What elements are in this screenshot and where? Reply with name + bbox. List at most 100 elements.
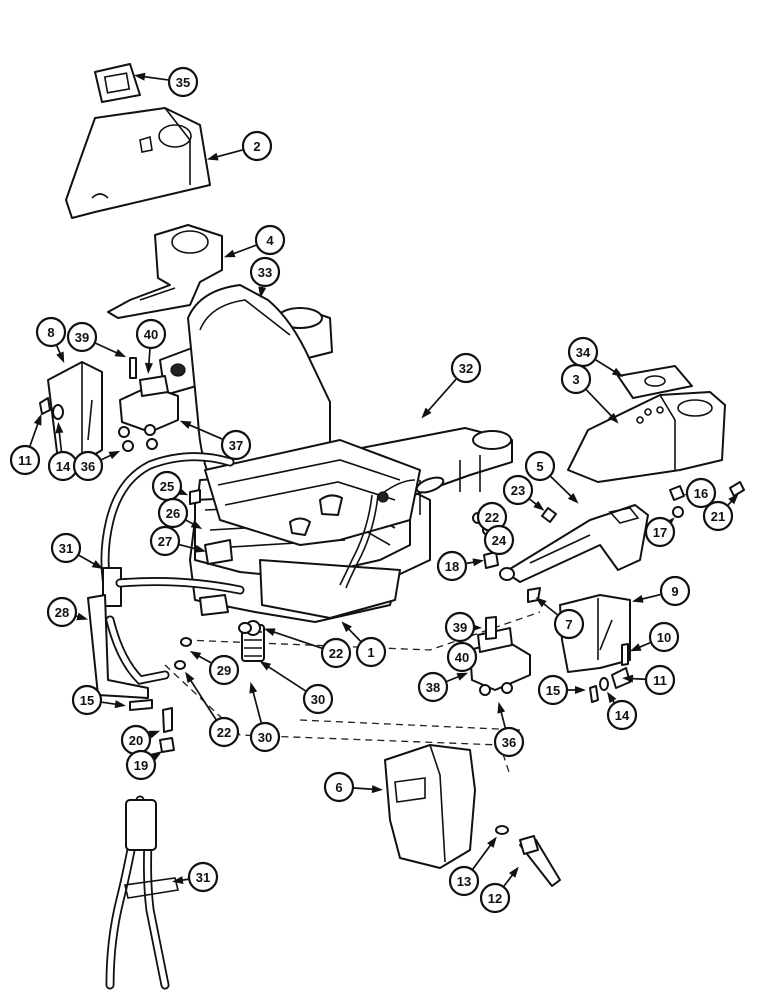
leader-line-32: [425, 378, 457, 414]
callout-circle: [524, 450, 556, 482]
part-2-upper-cover: [65, 107, 211, 219]
leader-line-6: [353, 787, 376, 791]
callout-number: 15: [546, 683, 560, 698]
leader-arrow-11: [33, 413, 42, 426]
leader-line-34: [595, 359, 617, 374]
callout-number: 17: [653, 525, 667, 540]
part-34-gasket: [617, 365, 693, 399]
callout-circle: [220, 429, 252, 461]
callout-number: 35: [176, 75, 190, 90]
callout-39: 39: [444, 611, 476, 643]
callout-number: 32: [459, 361, 473, 376]
callout-11: 11: [644, 664, 676, 696]
callout-circle: [208, 716, 240, 748]
part-26-27-clips: [199, 539, 233, 616]
callout-number: 30: [311, 692, 325, 707]
callout-number: 36: [81, 459, 95, 474]
leader-line-11: [29, 421, 40, 447]
callout-circle: [493, 726, 525, 758]
leader-line-9: [639, 593, 661, 601]
leader-line-13: [472, 842, 493, 870]
callout-14: 14: [47, 450, 79, 482]
leader-line-31: [78, 554, 97, 566]
leader-arrow-12: [508, 866, 519, 878]
callout-7: 7: [553, 608, 585, 640]
leader-arrow-22: [185, 671, 195, 684]
callout-circle: [648, 621, 680, 653]
callout-13: 13: [448, 865, 480, 897]
callout-circle: [644, 516, 676, 548]
callout-circle: [448, 865, 480, 897]
leader-arrow-15: [575, 686, 586, 694]
callout-22: 22: [320, 637, 352, 669]
leader-line-30: [251, 689, 263, 723]
callout-number: 13: [457, 874, 471, 889]
callout-circle: [241, 130, 273, 162]
callout-25: 25: [151, 470, 183, 502]
leader-arrow-21: [728, 493, 739, 505]
callout-number: 7: [565, 617, 572, 632]
callout-35: 35: [167, 66, 199, 98]
callout-2: 2: [241, 130, 273, 162]
callout-circle: [502, 474, 534, 506]
callout-number: 20: [129, 733, 143, 748]
part-5-mounting-arm: [499, 504, 649, 583]
leader-arrow-2: [206, 152, 219, 161]
callout-number: 31: [59, 541, 73, 556]
leader-arrow-6: [371, 785, 384, 794]
part-31-hose-lower: [105, 795, 179, 990]
leader-line-37: [186, 423, 223, 440]
leader-arrow-9: [631, 595, 644, 603]
callout-number: 5: [536, 459, 543, 474]
callout-circle: [685, 477, 717, 509]
callout-number: 14: [615, 708, 630, 723]
leader-arrow-20: [148, 730, 161, 739]
callout-15: 15: [537, 674, 569, 706]
callout-29: 29: [208, 654, 240, 686]
leader-arrow-8: [56, 351, 65, 364]
leader-arrow-7: [535, 597, 547, 608]
callout-circle: [249, 256, 281, 288]
leader-arrow-26: [190, 520, 203, 530]
callout-number: 40: [144, 327, 158, 342]
leader-line-22: [271, 630, 323, 650]
callout-27: 27: [149, 525, 181, 557]
callout-number: 1: [367, 645, 374, 660]
part-38-bracket: [469, 627, 531, 691]
leader-arrow-5: [567, 493, 579, 504]
callout-number: 8: [47, 325, 54, 340]
callout-17: 17: [644, 516, 676, 548]
callout-circle: [436, 550, 468, 582]
leader-line-22: [188, 677, 217, 720]
leader-line-5: [550, 475, 574, 499]
callout-14: 14: [606, 699, 638, 731]
leader-arrow-36: [108, 450, 121, 460]
callout-number: 12: [488, 891, 502, 906]
leader-arrow-40: [144, 362, 153, 375]
leader-arrow-37: [179, 420, 192, 429]
callout-number: 9: [671, 584, 678, 599]
callout-number: 21: [711, 509, 725, 524]
callout-circle: [208, 654, 240, 686]
leader-line-14: [58, 429, 63, 452]
part-seat-wiring: [339, 476, 445, 589]
callout-circle: [444, 611, 476, 643]
callout-21: 21: [702, 500, 734, 532]
callout-number: 39: [453, 620, 467, 635]
callout-number: 15: [80, 693, 94, 708]
part-filter: [241, 620, 265, 662]
callout-32: 32: [450, 352, 482, 384]
leader-arrow-13: [487, 836, 497, 848]
callout-number: 23: [511, 483, 525, 498]
callout-9: 9: [659, 575, 691, 607]
callout-circle: [167, 66, 199, 98]
callout-number: 11: [653, 673, 667, 688]
callout-number: 16: [694, 486, 708, 501]
leader-arrow-11: [621, 674, 634, 683]
callout-number: 38: [426, 680, 440, 695]
leader-arrow-29: [189, 650, 202, 660]
callout-number: 40: [455, 650, 469, 665]
callout-circle: [35, 316, 67, 348]
callout-number: 34: [576, 345, 591, 360]
